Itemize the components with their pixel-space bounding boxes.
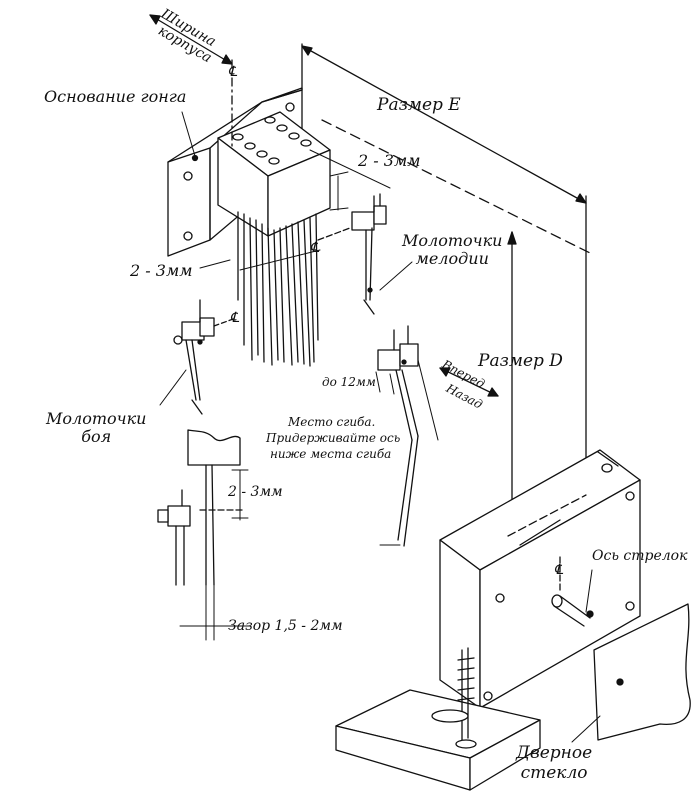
melody-hammers: [317, 193, 387, 315]
gong-base-plate: [167, 87, 303, 257]
gap-left-label: 2 - 3мм: [130, 261, 193, 280]
door-glass-line1: Дверное: [516, 743, 593, 763]
strike-detail: [157, 429, 251, 641]
centerline-rods-label: ℄: [310, 240, 319, 256]
door-glass-line2: стекло: [520, 762, 588, 783]
melody-hammers-line1: Молоточки: [402, 231, 503, 250]
centerline-gong-label: ℄: [228, 64, 237, 80]
strike-hammers: [173, 299, 237, 415]
clearance-label: Зазор 1,5 - 2мм: [228, 618, 343, 634]
bend-note: Место сгиба. Придерживайте ось ниже мест…: [266, 414, 400, 463]
strike-hammers-line2: боя: [81, 427, 112, 447]
gap-dimension-top: [199, 149, 391, 271]
gong-base-label: Основание гонга: [44, 87, 187, 106]
gong-base-pointer: [181, 111, 199, 162]
gong-rods: [237, 211, 319, 367]
bend-note-line1: Место сгиба.: [288, 415, 376, 429]
gap-detail-label: 2 - 3мм: [228, 484, 283, 500]
hand-axis-label: Ось стрелок: [592, 548, 688, 564]
door-glass-label: Дверное стекло: [516, 743, 593, 783]
bend-note-line3: ниже места сгиба: [270, 447, 392, 462]
case-width-arrow: [149, 14, 233, 65]
centerline-strike-label: ℄: [230, 310, 239, 326]
gong-block: [217, 111, 331, 237]
gong-screws: [232, 116, 312, 165]
up-to-12mm-marks: [375, 371, 395, 395]
centerline-plate-label: ℄: [554, 562, 563, 578]
door-glass: [571, 603, 691, 743]
movement-plates: [439, 449, 641, 709]
melody-hammers-label: Молоточки мелодии: [402, 231, 503, 269]
hand-axis: [551, 555, 594, 627]
melody-hammer-pointer: [379, 261, 413, 291]
bend-note-line2: Придерживайте ось: [266, 431, 401, 446]
up-to-12mm-label: до 12мм: [322, 375, 376, 389]
size-e-label: Размер E: [377, 95, 461, 115]
strike-hammers-line1: Молоточки: [46, 409, 147, 428]
size-d-label: Размер D: [478, 351, 563, 371]
strike-hammers-label: Молоточки боя: [46, 409, 147, 447]
forward-backward-arrow: [439, 367, 499, 397]
strike-hammer-pointer: [159, 369, 187, 406]
bend-hammer: [377, 325, 439, 547]
melody-hammers-line2: мелодии: [415, 249, 489, 269]
gap-top-label: 2 - 3мм: [358, 151, 421, 170]
case-base: [335, 647, 541, 791]
